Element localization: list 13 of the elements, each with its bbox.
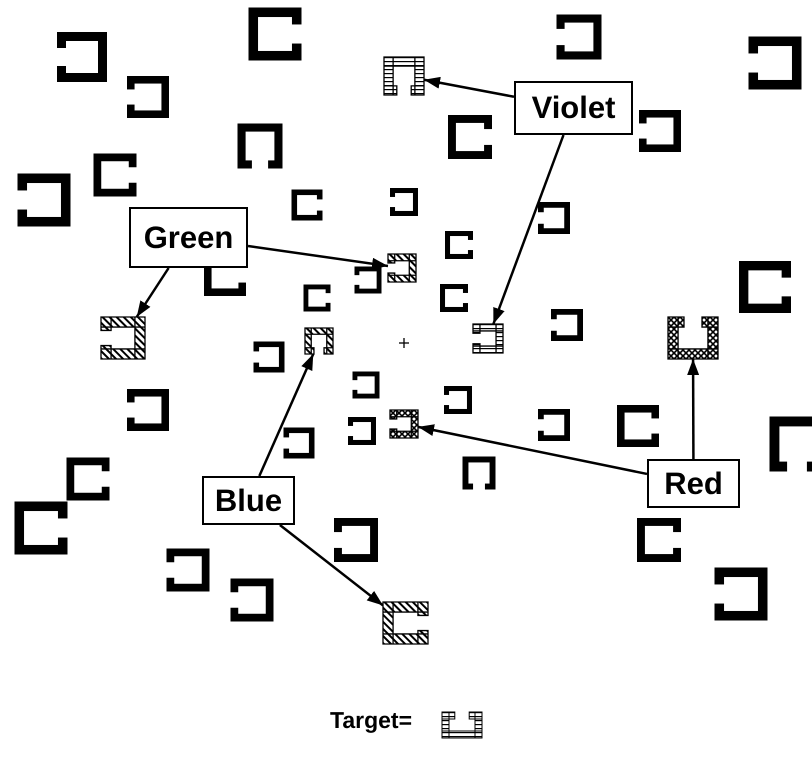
arrow: [248, 244, 388, 270]
arrow: [418, 424, 648, 476]
arrow: [279, 524, 384, 606]
label-box: Violet: [514, 81, 633, 135]
arrow: [136, 267, 170, 318]
arrow: [492, 134, 565, 324]
label-box: Blue: [202, 476, 295, 525]
arrow: [424, 76, 514, 98]
arrow: [687, 359, 700, 459]
label-box: Green: [129, 207, 248, 268]
label-box: Red: [647, 459, 740, 508]
arrow: [258, 354, 314, 476]
target-label: Target=: [330, 707, 412, 734]
